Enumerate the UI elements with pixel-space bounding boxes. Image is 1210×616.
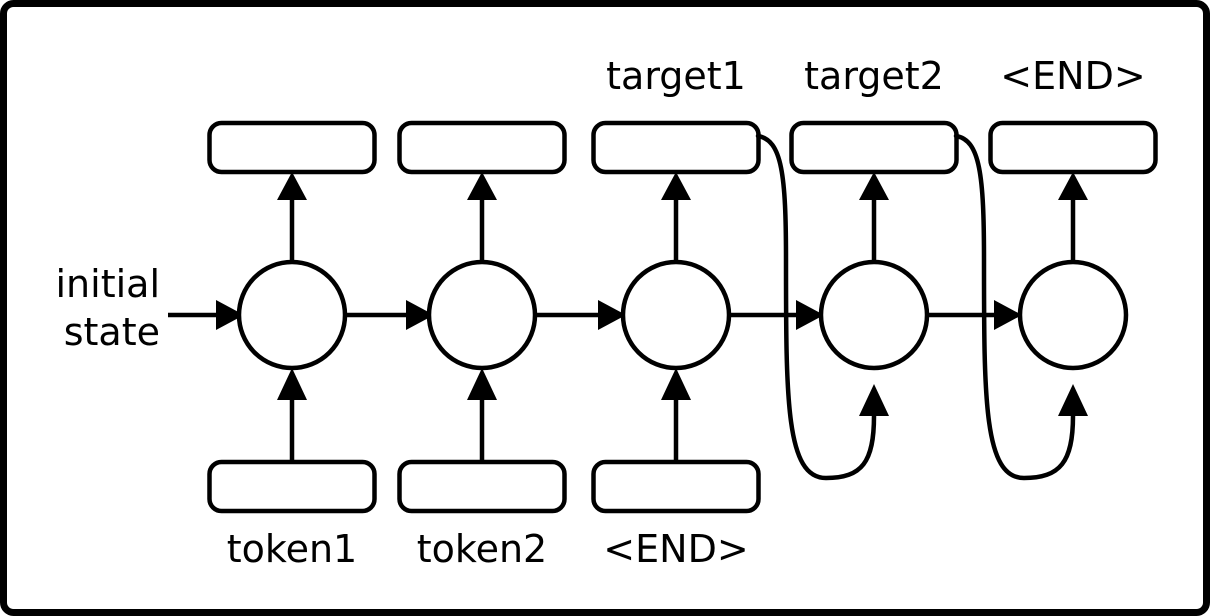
output-box-2[interactable] <box>591 120 761 175</box>
cell-to-output-arrow-1 <box>467 172 497 262</box>
top-label-2: target1 <box>606 54 746 98</box>
output-box-0[interactable] <box>207 120 377 175</box>
initial-state-arrow <box>168 300 244 330</box>
column-3: target2 <box>789 54 959 371</box>
input-box-2[interactable] <box>591 459 761 514</box>
feedback-loop-3-to-4 <box>953 133 1088 481</box>
rnn-cell-4[interactable] <box>1017 259 1129 371</box>
cell-to-output-arrow-0 <box>277 172 307 262</box>
rnn-cell-1[interactable] <box>426 259 538 371</box>
column-1: token2 <box>397 120 567 571</box>
input-to-cell-arrow-2 <box>661 368 691 462</box>
cell-to-output-arrow-2 <box>661 172 691 262</box>
input-to-cell-arrow-1 <box>467 368 497 462</box>
input-box-1[interactable] <box>397 459 567 514</box>
column-2: target1 <END> <box>591 54 761 571</box>
output-box-3[interactable] <box>789 120 959 175</box>
top-label-4: <END> <box>1000 54 1145 98</box>
output-box-1[interactable] <box>397 120 567 175</box>
bottom-label-0: token1 <box>227 527 357 571</box>
output-box-4[interactable] <box>988 120 1158 175</box>
cell-to-output-arrow-3 <box>859 172 889 262</box>
rnn-cell-0[interactable] <box>236 259 348 371</box>
bottom-label-2: <END> <box>603 527 748 571</box>
initial-state-label-line2: state <box>64 310 160 354</box>
input-box-0[interactable] <box>207 459 377 514</box>
column-0: token1 <box>207 120 377 571</box>
feedback-loop-2-to-3 <box>755 133 889 481</box>
cell-to-output-arrow-4 <box>1058 172 1088 262</box>
column-4: <END> <box>988 54 1158 371</box>
top-label-3: target2 <box>804 54 944 98</box>
rnn-cell-2[interactable] <box>620 259 732 371</box>
bottom-label-1: token2 <box>417 527 547 571</box>
rnn-cell-3[interactable] <box>818 259 930 371</box>
state-arrow-1-2 <box>535 300 626 330</box>
initial-state-label-line1: initial <box>56 262 161 306</box>
state-arrow-0-1 <box>345 300 434 330</box>
input-to-cell-arrow-0 <box>277 368 307 462</box>
